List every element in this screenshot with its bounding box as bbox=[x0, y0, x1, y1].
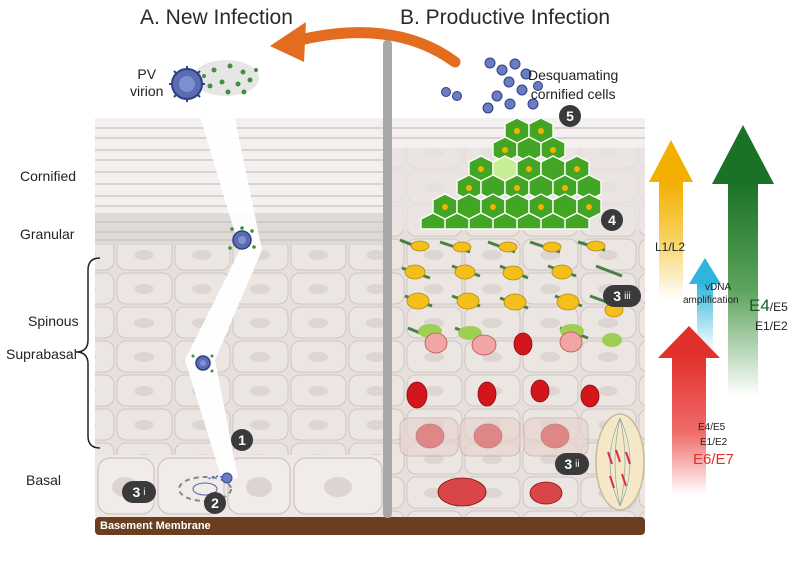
step-5-badge: 5 bbox=[559, 105, 581, 127]
basement-membrane bbox=[95, 517, 645, 535]
orange-curve-arrow bbox=[294, 27, 461, 68]
left-tissue bbox=[95, 104, 385, 517]
layer-spinous: Spinous bbox=[28, 313, 79, 329]
expression-arrows bbox=[649, 125, 774, 495]
layer-granular: Granular bbox=[20, 226, 75, 242]
vdna-arrow bbox=[689, 258, 721, 284]
step-1-badge: 1 bbox=[231, 429, 253, 451]
step-4-badge: 4 bbox=[601, 209, 623, 231]
virion-small-icon bbox=[221, 472, 233, 484]
e1e2-red-label: E1/E2 bbox=[700, 437, 728, 448]
e1e2-green-label: E1/E2 bbox=[755, 319, 788, 333]
productive-cells bbox=[399, 238, 645, 511]
basement-membrane-label: Basement Membrane bbox=[100, 520, 211, 532]
divider-rod bbox=[383, 40, 392, 518]
title-new-infection: A. New Infection bbox=[140, 6, 293, 29]
layer-suprabasal: Suprabasal bbox=[6, 346, 77, 362]
virion-label: PV virion bbox=[130, 66, 164, 99]
vdna-label-line2: amplification bbox=[683, 295, 739, 306]
l1l2-arrow bbox=[649, 140, 693, 182]
right-tissue bbox=[392, 117, 645, 518]
e4-green-label: E4/E5 bbox=[749, 296, 788, 315]
e6e7-label: E6/E7 bbox=[693, 451, 734, 468]
layer-cornified: Cornified bbox=[20, 168, 77, 184]
title-productive-infection: B. Productive Infection bbox=[400, 6, 611, 29]
vdna-label-line1: vDNA bbox=[705, 282, 732, 293]
red-arrow bbox=[658, 326, 720, 358]
step-2-badge: 2 bbox=[204, 492, 226, 514]
suprabasal-brace bbox=[75, 257, 101, 449]
layer-basal: Basal bbox=[26, 472, 62, 488]
desquamating-label: Desquamating cornified cells bbox=[528, 67, 619, 102]
green-arrow bbox=[712, 125, 774, 184]
e4e5-red-label: E4/E5 bbox=[698, 422, 726, 433]
virion-icon bbox=[169, 66, 205, 102]
virion-granular-icon bbox=[228, 226, 256, 250]
released-virions-icon bbox=[441, 57, 543, 114]
virion-spinous-icon bbox=[191, 354, 214, 373]
l1l2-label: L1/L2 bbox=[655, 240, 686, 254]
infection-path bbox=[185, 104, 262, 480]
